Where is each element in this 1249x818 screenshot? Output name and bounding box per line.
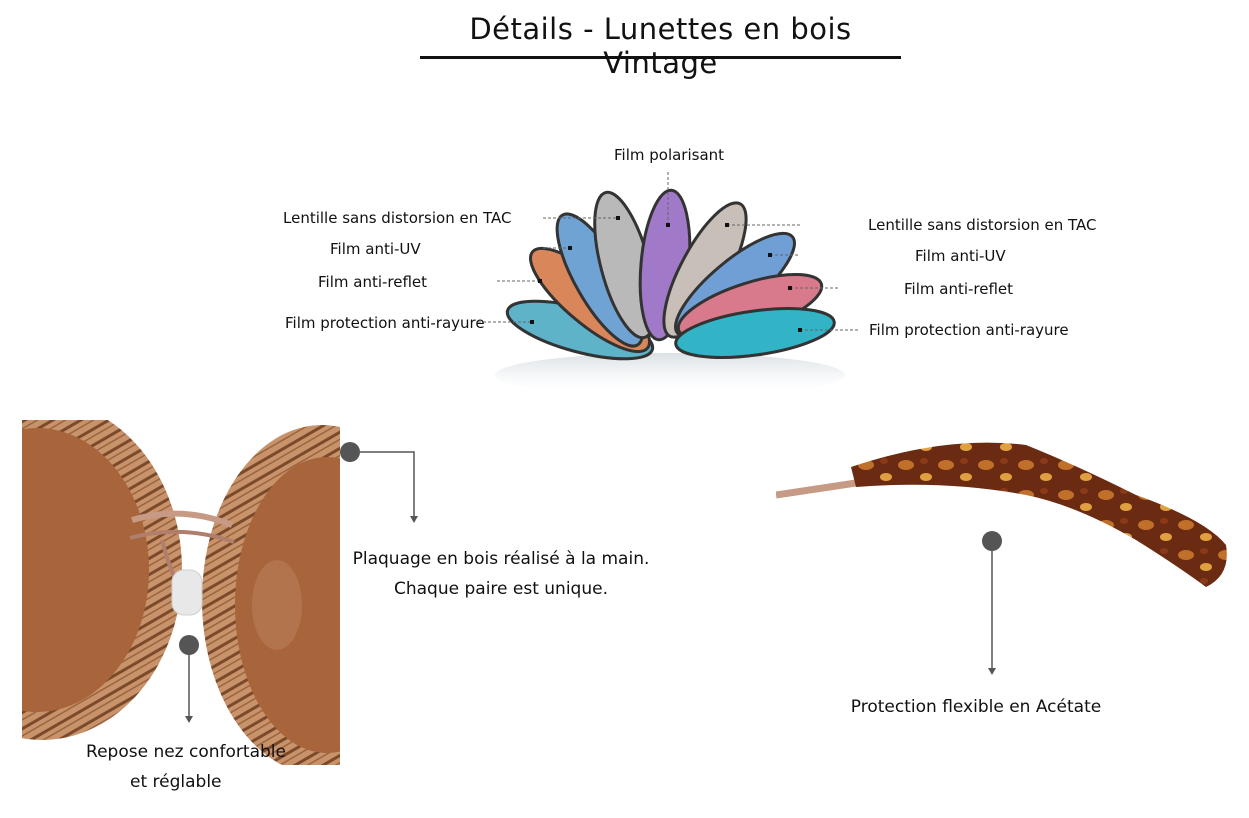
caption-nose-pads: Repose nez confortable et réglable <box>60 737 312 797</box>
title-underline <box>420 56 901 59</box>
wood-glasses-closeup <box>22 420 340 765</box>
caption-wood-veneer: Plaquage en bois réalisé à la main. Chaq… <box>340 544 662 604</box>
caption-nose-pads-line2: et réglable <box>130 772 222 792</box>
caption-wood-veneer-line1: Plaquage en bois réalisé à la main. <box>352 549 650 569</box>
label-left-anti-uv: Film anti-UV <box>330 240 421 258</box>
label-right-tac-lens: Lentille sans distorsion en TAC <box>868 216 1097 234</box>
label-left-anti-scratch: Film protection anti-rayure <box>285 314 485 332</box>
page-title: Détails - Lunettes en bois Vintage <box>469 12 852 80</box>
label-left-anti-reflect: Film anti-reflet <box>318 273 428 291</box>
caption-acetate-temple: Protection flexible en Acétate <box>850 697 1102 717</box>
label-right-anti-reflect: Film anti-reflet <box>904 280 1014 298</box>
caption-nose-pads-line1: Repose nez confortable <box>86 742 286 762</box>
label-right-anti-scratch: Film protection anti-rayure <box>869 321 1069 339</box>
lens-layer-9 <box>674 307 836 359</box>
lens-reflection <box>495 353 845 397</box>
lens-layers-illustration <box>495 188 845 397</box>
label-right-anti-uv: Film anti-UV <box>915 247 1006 265</box>
caption-wood-veneer-line2: Chaque paire est unique. <box>394 579 608 599</box>
label-left-tac-lens: Lentille sans distorsion en TAC <box>283 209 512 227</box>
acetate-temple-arm <box>776 442 1227 587</box>
label-polarized-film: Film polarisant <box>614 146 725 164</box>
